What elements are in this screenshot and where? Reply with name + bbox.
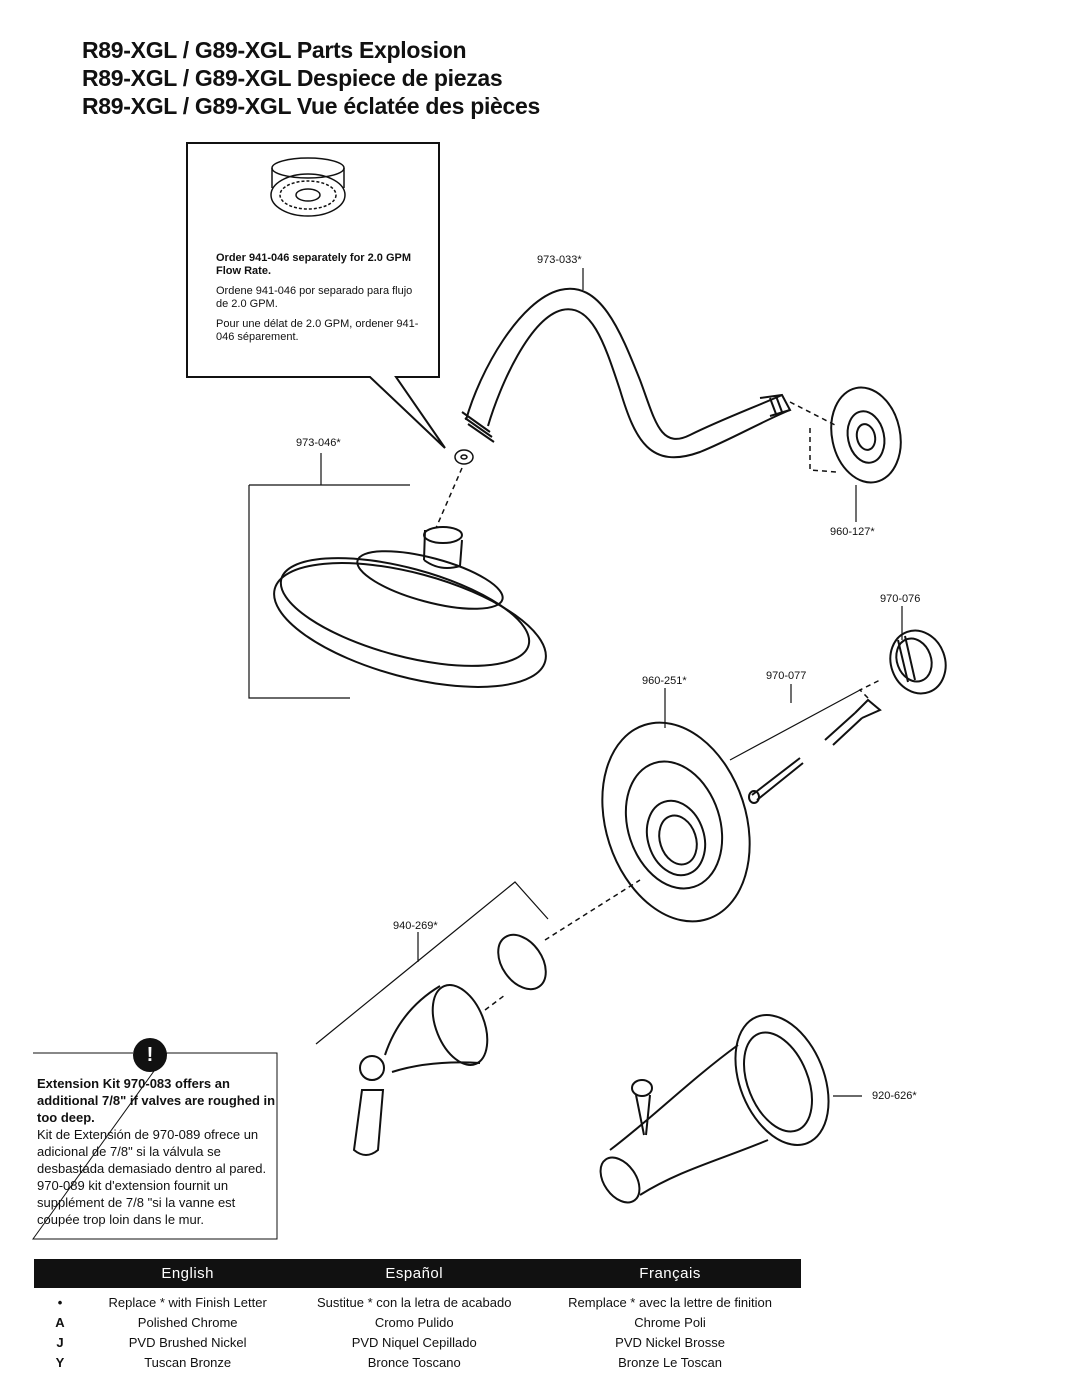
- extension-french: 970-089 kit d'extension fournit un suppl…: [37, 1178, 236, 1227]
- finish-french: Bronze Le Toscan: [618, 1354, 722, 1370]
- part-label-spout: 920-626*: [872, 1090, 917, 1102]
- part-label-handle: 940-269*: [393, 920, 438, 932]
- finish-english: Polished Chrome: [137, 1314, 238, 1330]
- shower-head: [273, 526, 547, 688]
- aerator-icon: [270, 157, 346, 217]
- finish-spanish: Bronce Toscano: [367, 1354, 461, 1370]
- part-label-screw: 970-077: [766, 670, 807, 682]
- warning-icon: !: [133, 1038, 167, 1072]
- finish-code: Y: [55, 1354, 65, 1370]
- finish-code: A: [55, 1314, 65, 1330]
- callout-box: [186, 142, 446, 449]
- table-row: A Polished Chrome Cromo Pulido Chrome Po…: [34, 1312, 801, 1332]
- finish-english: Replace * with Finish Letter: [108, 1294, 267, 1310]
- escutcheon-960-251: [601, 721, 751, 923]
- table-row: • Replace * with Finish Letter Sustitue …: [34, 1288, 801, 1312]
- extension-english: Extension Kit 970-083 offers an addition…: [37, 1076, 276, 1125]
- finish-code: J: [56, 1334, 64, 1350]
- screw-970-077: [748, 698, 882, 804]
- handle-940-269: [352, 984, 489, 1156]
- header-spanish: Español: [289, 1259, 540, 1288]
- title-french: R89-XGL / G89-XGL Vue éclatée des pièces: [82, 93, 541, 119]
- o-ring: [497, 933, 547, 991]
- finish-french: Remplace * avec la lettre de finition: [568, 1294, 772, 1310]
- spout-920-626: [599, 1014, 830, 1204]
- title-spanish: R89-XGL / G89-XGL Despiece de piezas: [82, 65, 503, 91]
- title-block: R89-XGL / G89-XGL Parts Explosion R89-XG…: [82, 36, 540, 120]
- table-row: Y Tuscan Bronze Bronce Toscano Bronze Le…: [34, 1352, 801, 1372]
- extension-box: [32, 1052, 278, 1240]
- leader-lines: [248, 268, 903, 1097]
- finish-french: PVD Nickel Brosse: [615, 1334, 725, 1350]
- header-french: Français: [539, 1259, 801, 1288]
- callout-note: Order 941-046 separately for 2.0 GPM Flo…: [216, 252, 426, 351]
- finish-spanish: PVD Niquel Cepillado: [351, 1334, 477, 1350]
- aerator-washer: [454, 449, 474, 465]
- part-label-head: 973-046*: [296, 437, 341, 449]
- finish-table-header: English Español Français: [34, 1259, 801, 1288]
- finish-spanish: Cromo Pulido: [374, 1314, 454, 1330]
- callout-english: Order 941-046 separately for 2.0 GPM Flo…: [216, 252, 412, 277]
- finish-spanish: Sustitue * con la letra de acabado: [317, 1294, 512, 1310]
- part-label-arm: 973-033*: [537, 254, 582, 266]
- finish-code: •: [57, 1294, 63, 1310]
- header-english: English: [86, 1259, 290, 1288]
- extension-spanish: Kit de Extensión de 970-089 ofrece un ad…: [37, 1127, 267, 1176]
- finish-english: PVD Brushed Nickel: [128, 1334, 247, 1350]
- finish-french: Chrome Poli: [634, 1314, 706, 1330]
- finish-table: English Español Français • Replace * wit…: [34, 1259, 801, 1372]
- adapter-970-076: [889, 629, 947, 695]
- part-label-adapter: 970-076: [880, 593, 921, 605]
- title-english: R89-XGL / G89-XGL Parts Explosion: [82, 37, 467, 63]
- arm-flange: [830, 386, 902, 484]
- shower-arm: [461, 287, 792, 459]
- callout-spanish: Ordene 941-046 por separado para flujo d…: [216, 285, 413, 310]
- table-row: J PVD Brushed Nickel PVD Niquel Cepillad…: [34, 1332, 801, 1352]
- part-label-escutcheon: 960-251*: [642, 675, 687, 687]
- extension-note: Extension Kit 970-083 offers an addition…: [37, 1075, 277, 1228]
- finish-english: Tuscan Bronze: [144, 1354, 232, 1370]
- callout-french: Pour une délat de 2.0 GPM, ordener 941-0…: [216, 318, 419, 343]
- part-label-flange: 960-127*: [830, 526, 875, 538]
